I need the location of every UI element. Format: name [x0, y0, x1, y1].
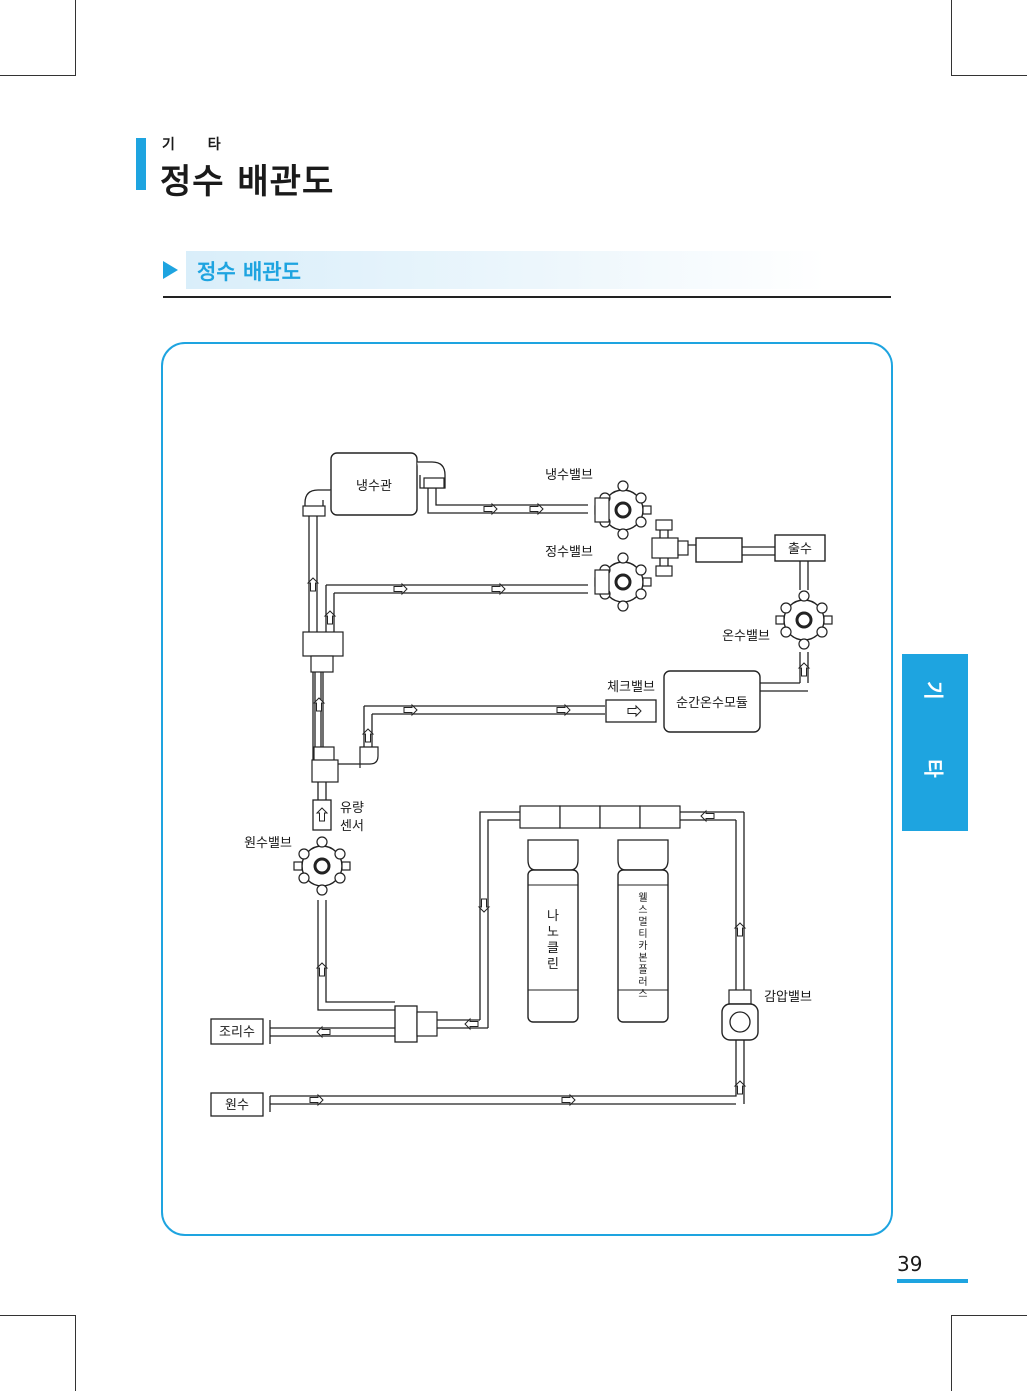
label-cold-valve: 냉수밸브 — [545, 468, 593, 483]
label-check-valve: 체크밸브 — [607, 680, 655, 695]
label-pressure-valve: 감압밸브 — [764, 990, 812, 1005]
raw-valve-symbol — [292, 835, 352, 897]
cooking-water-box — [210, 1018, 264, 1045]
filter-wellness-char: 멀 — [638, 915, 647, 928]
chapter-label: 기 타 — [162, 137, 235, 153]
crop-mark — [75, 0, 76, 76]
page-title: 정수 배관도 — [160, 162, 335, 202]
label-flow-sensor-1: 유량 — [340, 801, 364, 816]
cold-tank — [330, 452, 418, 516]
label-cooking-water: 조리수 — [219, 1025, 255, 1040]
crop-mark — [951, 1315, 952, 1391]
instant-hot-module — [663, 670, 761, 733]
section-heading-band — [186, 251, 826, 289]
crop-mark — [75, 1315, 76, 1391]
chapter-side-tab: 기 타 — [902, 654, 968, 831]
diagram-frame — [161, 342, 893, 1236]
filter-wellness-char: 플 — [638, 964, 647, 976]
filter-nano-char: 린 — [547, 957, 559, 972]
filter-wellness-char: 티 — [638, 928, 647, 940]
raw-water-box — [210, 1092, 264, 1117]
outlet-box — [774, 534, 826, 562]
crop-mark — [951, 75, 1027, 76]
filter-wellness — [617, 869, 669, 1023]
filter-nano-clean — [527, 869, 579, 1023]
triangle-bullet-icon — [163, 261, 178, 279]
section-title: 정수 배관도 — [197, 260, 301, 284]
label-hot-valve: 온수밸브 — [722, 629, 770, 644]
section-divider — [163, 296, 891, 298]
filter-wellness-char: 스 — [638, 988, 647, 1000]
filter-wellness-char: 러 — [638, 976, 647, 988]
page-number-underline — [897, 1279, 968, 1283]
filter-wellness-char: 본 — [638, 952, 647, 964]
label-cold-tank: 냉수관 — [356, 479, 392, 494]
filter-wellness-char: 웰 — [638, 892, 647, 904]
crop-mark — [951, 0, 952, 76]
crop-mark — [951, 1315, 1027, 1316]
label-purified-valve: 정수밸브 — [545, 545, 593, 560]
label-flow-sensor-2: 센서 — [340, 819, 364, 834]
filter-wellness-char: 카 — [638, 940, 647, 952]
page-number: 39 — [897, 1252, 923, 1276]
filter-nano-char: 노 — [547, 925, 559, 940]
label-instant-hot-module: 순간온수모듈 — [676, 696, 748, 711]
label-raw-water: 원수 — [225, 1098, 249, 1113]
filter-nano-char: 나 — [547, 909, 559, 924]
crop-mark — [0, 75, 76, 76]
crop-mark — [0, 1315, 76, 1316]
label-raw-valve: 원수밸브 — [244, 836, 292, 851]
filter-nano-char: 클 — [547, 941, 559, 956]
header-accent-bar — [136, 138, 146, 190]
filter-wellness-char: 스 — [638, 904, 647, 916]
hot-valve-symbol — [774, 589, 834, 651]
label-outlet: 출수 — [788, 542, 812, 557]
